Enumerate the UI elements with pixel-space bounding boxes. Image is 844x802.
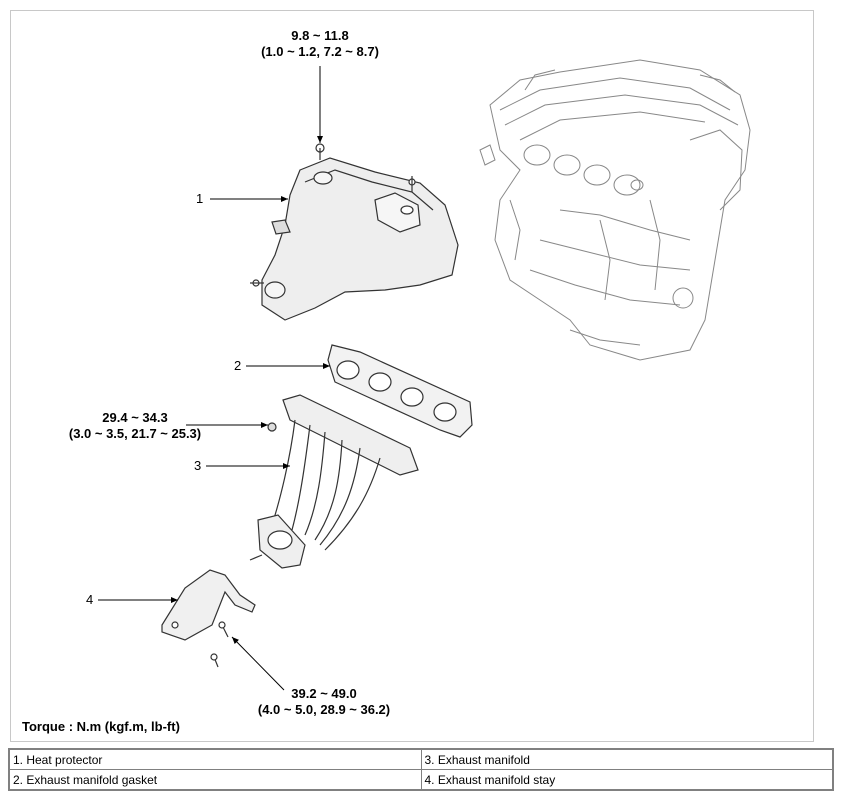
torque-heat-protector-nm: 9.8 ~ 11.8 xyxy=(291,28,349,43)
leader-line-torque-stay xyxy=(231,636,285,691)
torque-manifold-nut-nm: 29.4 ~ 34.3 xyxy=(102,410,168,425)
table-row: 2. Exhaust manifold gasket 4. Exhaust ma… xyxy=(8,769,834,791)
torque-stay-bolt: 39.2 ~ 49.0 (4.0 ~ 5.0, 28.9 ~ 36.2) xyxy=(236,686,412,718)
torque-heat-protector: 9.8 ~ 11.8 (1.0 ~ 1.2, 7.2 ~ 8.7) xyxy=(244,28,396,60)
legend-item-manifold-stay: 4. Exhaust manifold stay xyxy=(420,769,834,791)
torque-manifold-nut: 29.4 ~ 34.3 (3.0 ~ 3.5, 21.7 ~ 25.3) xyxy=(50,410,220,442)
diagram-frame xyxy=(10,10,814,742)
callout-2: 2 xyxy=(234,358,242,373)
callout-3: 3 xyxy=(194,458,202,473)
legend-item-heat-protector: 1. Heat protector xyxy=(8,748,422,770)
engine-block-illustration xyxy=(479,59,751,361)
legend-item-exhaust-manifold: 3. Exhaust manifold xyxy=(420,748,834,770)
callout-4: 4 xyxy=(86,592,94,607)
heat-protector-part xyxy=(250,143,459,321)
table-row: 1. Heat protector 3. Exhaust manifold xyxy=(8,748,834,770)
exhaust-manifold-part xyxy=(249,394,419,569)
torque-unit-note: Torque : N.m (kgf.m, lb-ft) xyxy=(22,719,180,734)
leader-lines xyxy=(98,66,330,691)
torque-stay-bolt-nm: 39.2 ~ 49.0 xyxy=(291,686,357,701)
callout-1: 1 xyxy=(196,191,204,206)
parts-legend-table: 1. Heat protector 3. Exhaust manifold 2.… xyxy=(8,748,834,791)
legend-item-gasket: 2. Exhaust manifold gasket xyxy=(8,769,422,791)
exhaust-manifold-stay-part xyxy=(161,569,256,668)
exhaust-manifold-gasket-part xyxy=(327,344,473,438)
torque-heat-protector-alt: (1.0 ~ 1.2, 7.2 ~ 8.7) xyxy=(261,44,379,59)
torque-stay-bolt-alt: (4.0 ~ 5.0, 28.9 ~ 36.2) xyxy=(257,702,391,717)
torque-manifold-nut-alt: (3.0 ~ 3.5, 21.7 ~ 25.3) xyxy=(68,426,202,441)
